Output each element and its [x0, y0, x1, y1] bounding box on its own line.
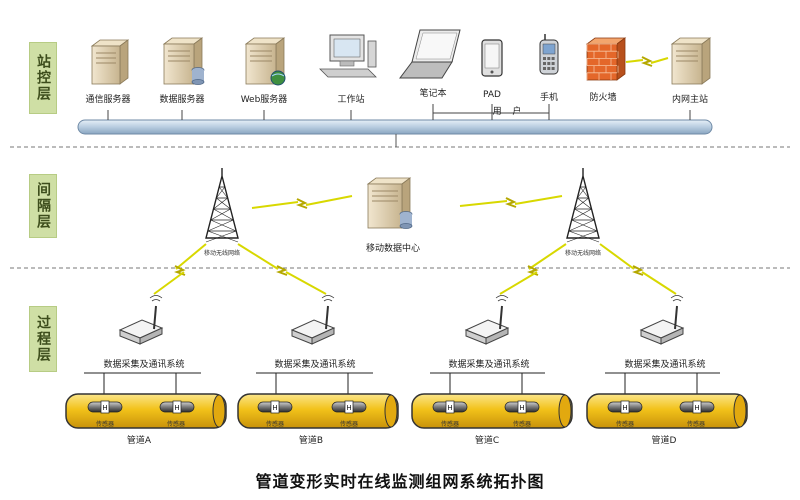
sensor-icon-a1: H: [87, 400, 123, 414]
intranet-host-icon: [670, 37, 712, 85]
phone-icon: [539, 34, 559, 75]
gateway-label-b: 数据采集及通讯系统: [274, 360, 356, 370]
tower-right-label: 移动无线网络: [564, 250, 602, 257]
gateway-label-c: 数据采集及通讯系统: [448, 360, 530, 370]
sensor-label-d2: 传感器: [686, 421, 706, 428]
sensor-label-b2: 传感器: [339, 421, 359, 428]
sensor-label-a2: 传感器: [166, 421, 186, 428]
device-label-intranet-host: 内网主站: [671, 95, 709, 105]
gateway-icon-d: [639, 295, 685, 345]
svg-text:H: H: [622, 404, 627, 412]
tower-left-icon: [205, 168, 239, 243]
sensor-icon-b2: H: [331, 400, 367, 414]
sensor-label-a1: 传感器: [95, 421, 115, 428]
sensor-icon-a2: H: [159, 400, 195, 414]
sensor-label-d1: 传感器: [615, 421, 635, 428]
bus-user-label: 用 户: [492, 107, 526, 117]
device-label-web-server: Web服务器: [240, 95, 288, 105]
svg-text:H: H: [272, 404, 277, 412]
sensor-icon-d2: H: [679, 400, 715, 414]
tower-right-icon: [566, 168, 600, 243]
device-label-comm-server: 通信服务器: [85, 95, 131, 105]
sensor-label-b1: 传感器: [265, 421, 285, 428]
sensor-icon-c1: H: [432, 400, 468, 414]
gateway-label-a: 数据采集及通讯系统: [103, 360, 185, 370]
link-tower-gateway-b: [237, 243, 327, 295]
layer-station-tag: 站控层: [29, 42, 57, 114]
link-tower-gateway-c: [499, 243, 567, 295]
device-label-data-server: 数据服务器: [159, 95, 205, 105]
layer-process-tag: 过程层: [29, 306, 57, 372]
layer-bay-tag: 间隔层: [29, 174, 57, 238]
svg-text:H: H: [519, 404, 524, 412]
pipe-label-b: 管道B: [298, 436, 324, 446]
svg-text:H: H: [694, 404, 699, 412]
tablet-icon: [481, 39, 503, 77]
sensor-icon-b1: H: [257, 400, 293, 414]
link-center-right-tower: [459, 195, 563, 208]
svg-text:H: H: [346, 404, 351, 412]
device-label-firewall: 防火墙: [589, 93, 617, 103]
sensor-label-c1: 传感器: [440, 421, 460, 428]
user-bus: [77, 119, 713, 135]
link-left-tower-center: [251, 195, 353, 209]
device-label-laptop: 笔记本: [419, 89, 447, 99]
diagram-title: 管道变形实时在线监测组网系统拓扑图: [255, 472, 545, 491]
web-server-icon: [244, 37, 286, 86]
user-bracket: [432, 104, 550, 114]
gateway-icon-a: [118, 295, 164, 345]
svg-text:H: H: [447, 404, 452, 412]
svg-text:H: H: [174, 404, 179, 412]
pipe-label-c: 管道C: [474, 436, 500, 446]
layer-bay-label: 间隔层: [35, 182, 51, 230]
sensor-icon-c2: H: [504, 400, 540, 414]
device-label-phone: 手机: [539, 93, 559, 103]
mobile-data-center-label: 移动数据中心: [365, 244, 421, 254]
link-tower-gateway-d: [599, 243, 677, 295]
gateway-icon-c: [464, 295, 510, 345]
pipe-label-a: 管道A: [126, 436, 152, 446]
gateway-label-d: 数据采集及通讯系统: [624, 360, 706, 370]
sensor-icon-d1: H: [607, 400, 643, 414]
firewall-link-icon: [625, 56, 669, 67]
gateway-icon-b: [290, 295, 336, 345]
workstation-icon: [319, 34, 377, 78]
mobile-data-center-icon: [366, 177, 413, 229]
comm-server-icon: [90, 39, 130, 85]
link-tower-gateway-a: [153, 243, 207, 295]
laptop-icon: [399, 29, 461, 79]
device-label-workstation: 工作站: [337, 95, 365, 105]
layer-process-label: 过程层: [35, 315, 51, 363]
sensor-label-c2: 传感器: [512, 421, 532, 428]
svg-text:H: H: [102, 404, 107, 412]
device-label-pad: PAD: [483, 90, 501, 100]
tower-left-label: 移动无线网络: [203, 250, 241, 257]
pipe-label-d: 管道D: [651, 436, 677, 446]
firewall-icon: [585, 37, 627, 81]
layer-station-label: 站控层: [35, 54, 51, 102]
data-server-icon: [162, 37, 205, 85]
